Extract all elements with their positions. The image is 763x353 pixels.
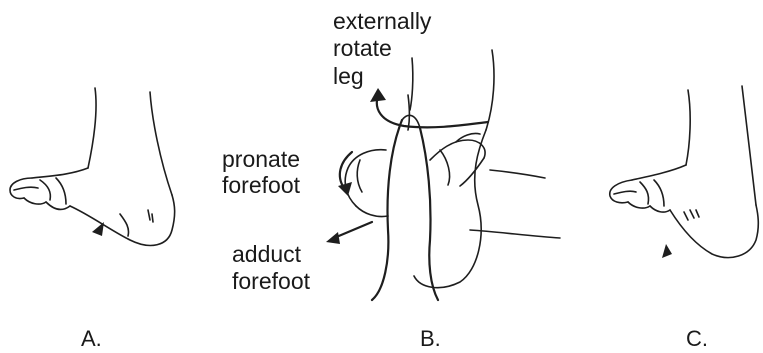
label-forefoot-adduct: forefoot — [232, 268, 311, 294]
panel-label-a: A. — [81, 326, 102, 351]
panel-c-foot-drawing — [610, 86, 759, 258]
label-adduct: adduct — [232, 241, 302, 267]
external-rotation-arrowhead — [370, 88, 386, 102]
label-forefoot-pronate: forefoot — [222, 172, 301, 198]
adduct-arrow — [334, 222, 372, 238]
panel-a-foot-drawing — [10, 88, 175, 245]
adduct-arrowhead — [326, 232, 340, 244]
label-leg: leg — [333, 63, 364, 89]
panel-label-c: C. — [686, 326, 708, 351]
panel-label-b: B. — [420, 326, 441, 351]
label-rotate: rotate — [333, 35, 392, 61]
panel-c-arrowhead-marker — [662, 244, 672, 258]
label-externally: externally — [333, 8, 432, 34]
panel-a-arrowhead-marker — [92, 222, 104, 236]
pronate-arrowhead — [338, 182, 352, 196]
label-pronate: pronate — [222, 146, 300, 172]
panel-b-hand-and-foot-drawing — [345, 50, 560, 300]
